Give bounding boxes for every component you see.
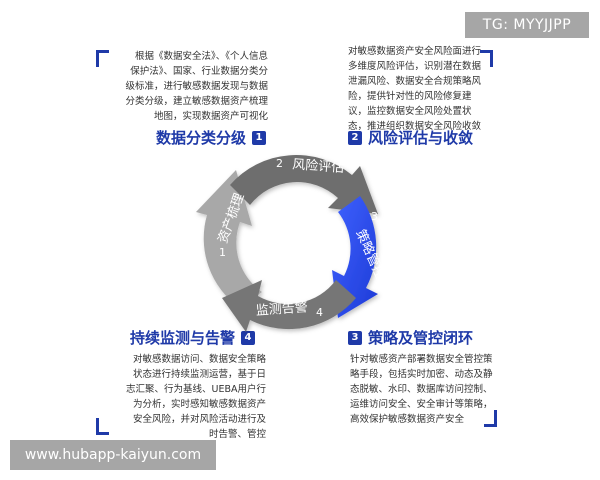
corner-bracket-top-right bbox=[480, 50, 493, 67]
corner-bracket-bottom-right bbox=[484, 410, 497, 427]
cycle-arrow-2 bbox=[230, 155, 378, 214]
section4-heading: 持续监测与告警 4 bbox=[130, 328, 256, 348]
url-watermark: www.hubapp-kaiyun.com bbox=[10, 440, 216, 470]
cycle-arrow-4 bbox=[222, 280, 356, 332]
section2-description: 对敏感数据资产安全风险面进行 多维度风险评估，识别潜在数据 泄漏风险、数据安全合… bbox=[348, 46, 482, 132]
section2-title: 风险评估与收敛 bbox=[368, 129, 474, 147]
section1-description: 根据《数据安全法》、《个人信息 保护法》、国家、行业数据分类分 级标准，进行敏感… bbox=[125, 51, 268, 122]
section1-title: 数据分类分级 bbox=[156, 129, 247, 147]
section1-number-badge: 1 bbox=[252, 131, 267, 145]
corner-bracket-top-left bbox=[96, 50, 109, 67]
cycle-arrow-1 bbox=[196, 170, 262, 308]
section3-heading: 3 策略及管控闭环 bbox=[348, 328, 473, 348]
cycle-arrow-1-number: 1 bbox=[219, 246, 226, 259]
corner-bracket-bottom-left bbox=[96, 418, 109, 435]
section3-number-badge: 3 bbox=[348, 331, 362, 345]
section3-description: 针对敏感资产部署数据安全管控策 略手段，包括实时加密、动态及静 态脱敏、水印、数… bbox=[350, 354, 493, 425]
section4-title: 持续监测与告警 bbox=[130, 329, 236, 347]
tg-watermark: TG: MYYJJPP bbox=[465, 12, 589, 38]
section3-title: 策略及管控闭环 bbox=[368, 329, 474, 347]
cycle-arrow-2-number: 2 bbox=[276, 157, 283, 170]
section4-number-badge: 4 bbox=[241, 331, 256, 345]
section2-number-badge: 2 bbox=[348, 131, 362, 145]
section1-heading: 数据分类分级 1 bbox=[156, 128, 267, 148]
section2-heading: 2 风险评估与收敛 bbox=[348, 128, 473, 148]
section4-description: 对敏感数据访问、数据安全策略 状态进行持续监测运营，基于日 志汇聚、行为基线、U… bbox=[126, 354, 266, 440]
cycle-arrow-3-number: 3 bbox=[371, 210, 378, 223]
cycle-arrow-4-label: 监测告警 bbox=[255, 299, 308, 319]
cycle-arrow-4-number: 4 bbox=[316, 306, 323, 319]
cycle-arrow-2-label: 风险评估 bbox=[292, 157, 345, 176]
